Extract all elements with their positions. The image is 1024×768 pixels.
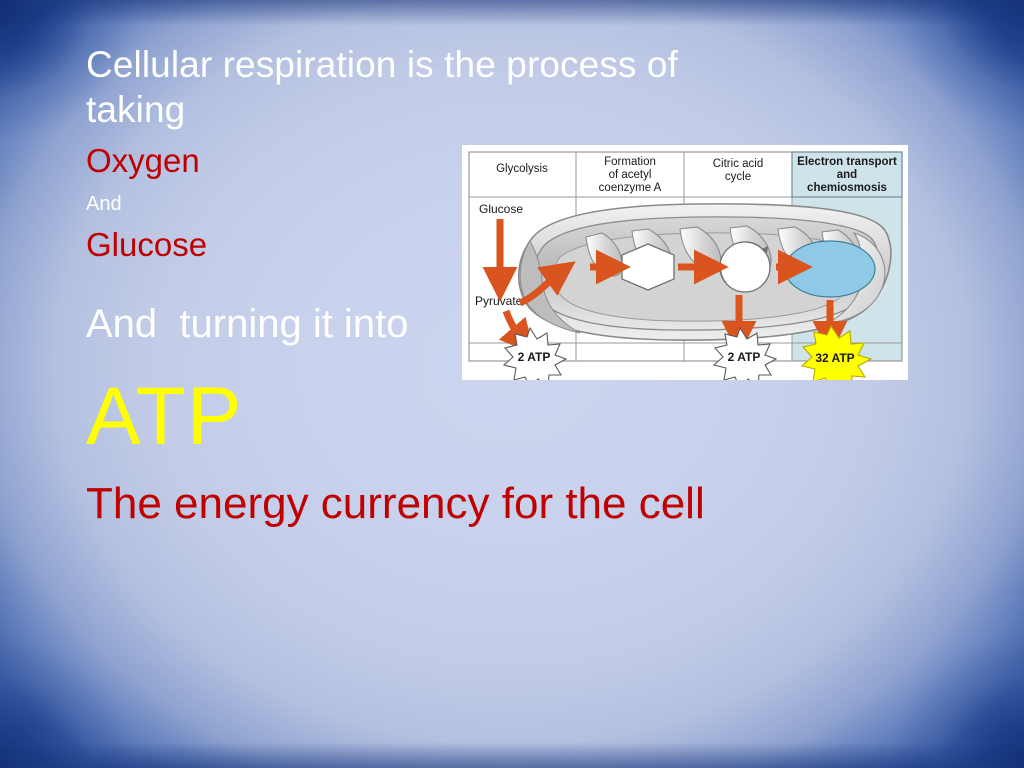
mitochondrion-svg: Glycolysis Formation of acetyl coenzyme … xyxy=(462,145,908,380)
label-glucose: Glucose xyxy=(479,202,523,216)
energy-currency-caption: The energy currency for the cell xyxy=(86,479,705,529)
turning-into-label: And turning it into xyxy=(86,302,409,347)
atp-label-glycolysis: 2 ATP xyxy=(518,350,551,364)
stage-header-glycolysis: Glycolysis xyxy=(496,163,548,175)
svg-text:chemiosmosis: chemiosmosis xyxy=(807,182,887,194)
arrow-pyruvate-into-matrix xyxy=(518,261,576,307)
citric-acid-cycle-circle xyxy=(719,241,771,293)
svg-text:of acetyl: of acetyl xyxy=(609,169,652,181)
atp-burst-glycolysis: 2 ATP xyxy=(502,326,568,380)
atp-yield-group: 2 ATP 2 ATP 32 ATP xyxy=(502,324,873,380)
svg-text:Formation: Formation xyxy=(604,156,656,168)
label-pyruvate: Pyruvate xyxy=(475,294,523,308)
atp-burst-citric-cycle: 2 ATP xyxy=(712,326,778,380)
slide-title-line-2: taking xyxy=(86,89,186,131)
atp-label-electron-transport: 32 ATP xyxy=(815,351,854,365)
svg-text:Citric acid: Citric acid xyxy=(713,158,763,170)
svg-text:and: and xyxy=(837,169,857,181)
svg-text:Electron transport: Electron transport xyxy=(797,156,897,168)
slide-title-line-1: Cellular respiration is the process of xyxy=(86,44,678,85)
electron-transport-oval xyxy=(784,240,876,298)
atp-label-citric-cycle: 2 ATP xyxy=(728,350,761,364)
diagram-frame xyxy=(468,151,903,362)
cellular-respiration-diagram: Glycolysis Formation of acetyl coenzyme … xyxy=(462,145,908,380)
stage-header-citric-acid-cycle: Citric acid cycle xyxy=(713,158,763,183)
svg-text:coenzyme A: coenzyme A xyxy=(599,182,662,194)
svg-text:cycle: cycle xyxy=(725,171,751,183)
atp-burst-electron-transport: 32 ATP xyxy=(800,324,873,380)
atp-headline: ATP xyxy=(86,371,243,463)
stage-header-acetyl-coa: Formation of acetyl coenzyme A xyxy=(599,156,662,194)
